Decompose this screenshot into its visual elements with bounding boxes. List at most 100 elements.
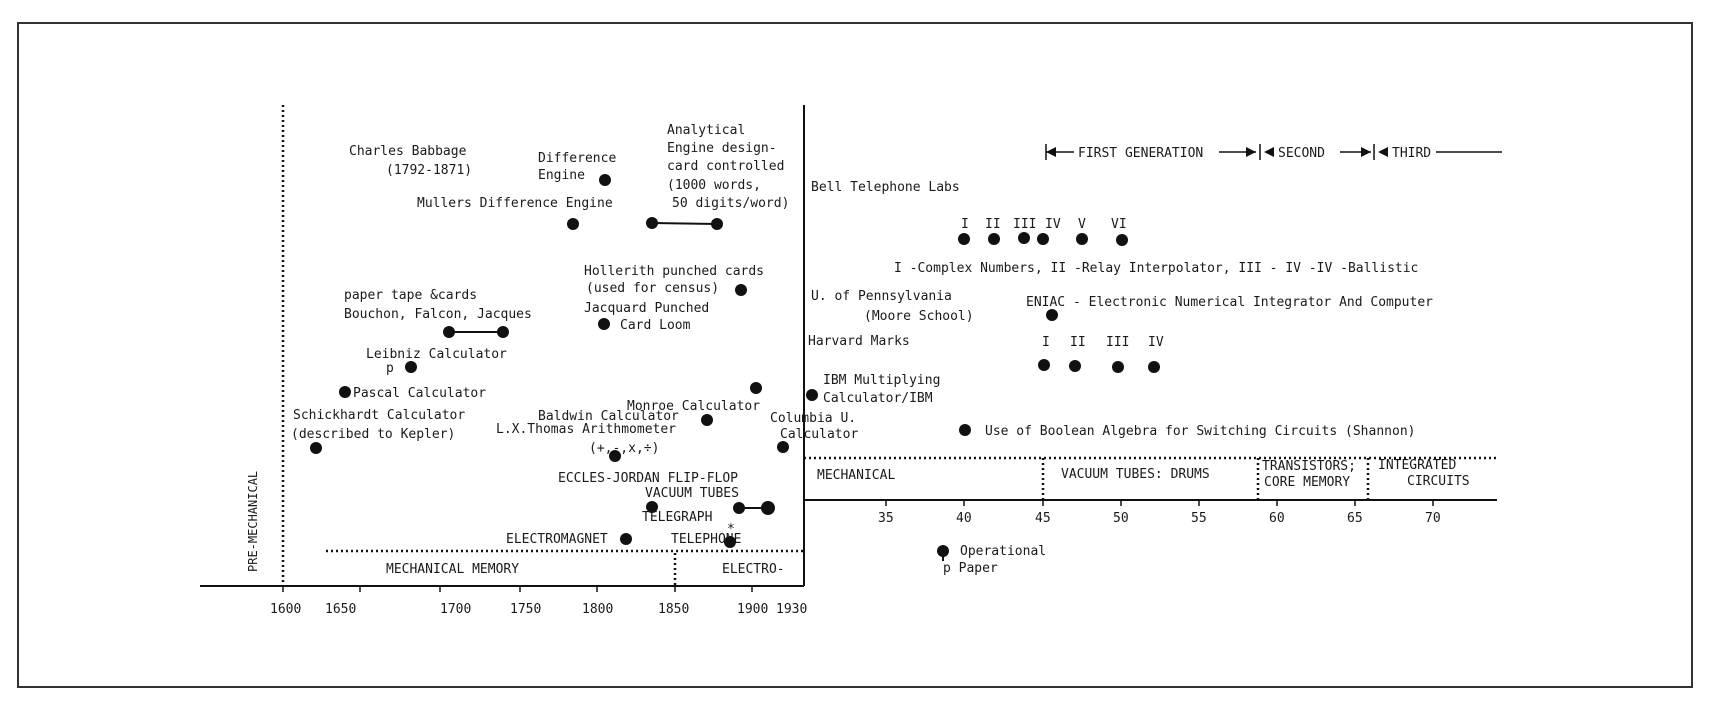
label-mullers: Mullers Difference Engine <box>417 196 613 211</box>
label-bell-labs: Bell Telephone Labs <box>811 180 960 195</box>
label-analytical-3: card controlled <box>667 159 784 174</box>
era-pre-mechanical: PRE-MECHANICAL <box>246 471 260 572</box>
era-vacuum-tubes: VACUUM TUBES: DRUMS <box>1061 467 1210 482</box>
event-dot-harvard-1 <box>1038 359 1050 371</box>
label-analytical-5: 50 digits/word) <box>672 196 789 211</box>
era-transistors-2: CORE MEMORY <box>1264 475 1350 490</box>
event-dot-telegraph <box>646 501 658 513</box>
svg-text:II: II <box>1070 335 1086 350</box>
label-pascal: Pascal Calculator <box>353 386 486 401</box>
event-dot-harvard-4 <box>1148 361 1160 373</box>
tick-1900: 1900 <box>737 602 768 617</box>
left-axis-ticks: 1600 1650 1700 1750 1800 1850 1900 1930 <box>270 586 807 617</box>
label-upenn-2: (Moore School) <box>864 309 974 324</box>
label-difference-1: Difference <box>538 151 616 166</box>
label-hollerith-2: (used for census) <box>586 281 719 296</box>
label-schickhardt-2: (described to Kepler) <box>291 427 455 442</box>
event-dot-bell-2 <box>988 233 1000 245</box>
label-ibm-2: Calculator/IBM <box>823 391 933 406</box>
tick-50: 50 <box>1113 511 1129 526</box>
label-boolean: Use of Boolean Algebra for Switching Cir… <box>985 424 1415 439</box>
label-analytical-1: Analytical <box>667 123 745 138</box>
event-dot-vacuum-start <box>733 502 745 514</box>
event-dot-columbia <box>777 441 789 453</box>
event-dot-analytical-start <box>646 217 658 229</box>
generations-bar: FIRST GENERATION SECOND THIRD <box>1045 144 1502 161</box>
label-paper-tape-1: paper tape &cards <box>344 288 477 303</box>
event-dot-schickhardt <box>310 442 322 454</box>
event-dot-bell-4 <box>1037 233 1049 245</box>
svg-text:II: II <box>985 217 1001 232</box>
event-dot-pascal <box>339 386 351 398</box>
event-dot-bell-1 <box>958 233 970 245</box>
event-dot-leibniz <box>405 361 417 373</box>
label-ibm-1: IBM Multiplying <box>823 373 940 388</box>
event-dot-hollerith <box>735 284 747 296</box>
label-harvard-marks: Harvard Marks <box>808 334 910 349</box>
tick-55: 55 <box>1191 511 1207 526</box>
event-dot-difference-engine <box>599 174 611 186</box>
legend-operational-label: Operational <box>960 544 1046 559</box>
legend: Operational p Paper <box>937 544 1046 576</box>
event-dot-analytical-end <box>711 218 723 230</box>
tick-1800: 1800 <box>582 602 613 617</box>
tick-60: 60 <box>1269 511 1285 526</box>
svg-text:VI: VI <box>1111 217 1127 232</box>
svg-text:IV: IV <box>1148 335 1164 350</box>
label-schickhardt-1: Schickhardt Calculator <box>293 408 465 423</box>
tick-70: 70 <box>1425 511 1441 526</box>
tick-40: 40 <box>956 511 972 526</box>
generation-second: SECOND <box>1278 146 1325 161</box>
era-integrated-2: CIRCUITS <box>1407 474 1470 489</box>
svg-text:I: I <box>961 217 969 232</box>
tick-1850: 1850 <box>658 602 689 617</box>
event-dot-boolean <box>959 424 971 436</box>
event-dot-bell-5 <box>1076 233 1088 245</box>
label-vacuum-tubes: VACUUM TUBES <box>645 486 739 501</box>
label-eniac: ENIAC - Electronic Numerical Integrator … <box>1026 295 1433 310</box>
tick-1650: 1650 <box>325 602 356 617</box>
event-dot-telephone <box>724 536 736 548</box>
event-dot-jacquard <box>598 318 610 330</box>
event-dot-harvard-3 <box>1112 361 1124 373</box>
label-leibniz-p: p <box>386 361 394 376</box>
tick-1750: 1750 <box>510 602 541 617</box>
svg-text:III: III <box>1106 335 1129 350</box>
generation-first: FIRST GENERATION <box>1078 146 1203 161</box>
label-telephone: TELEPHONE <box>671 532 741 547</box>
tick-1930: 1930 <box>776 602 807 617</box>
label-jacquard-2: Card Loom <box>620 318 691 333</box>
label-analytical-4: (1000 words, <box>667 178 761 193</box>
generation-third: THIRD <box>1392 146 1431 161</box>
label-leibniz: Leibniz Calculator <box>366 347 507 362</box>
svg-text:I: I <box>1042 335 1050 350</box>
event-dot-bell-6 <box>1116 234 1128 246</box>
label-thomas-ops: (+,-,x,÷) <box>589 441 659 456</box>
event-dot-paper-tape-start <box>443 326 455 338</box>
legend-paper-label: p Paper <box>943 561 998 576</box>
event-dot-thomas <box>609 450 621 462</box>
label-paper-tape-2: Bouchon, Falcon, Jacques <box>344 307 532 322</box>
event-dot-ibm <box>806 389 818 401</box>
era-integrated-1: INTEGRATED <box>1378 458 1456 473</box>
label-babbage-2: (1792-1871) <box>386 163 472 178</box>
tick-1700: 1700 <box>440 602 471 617</box>
event-dot-bell-3 <box>1018 232 1030 244</box>
right-axis-ticks: 35 40 45 50 55 60 65 70 <box>878 500 1441 526</box>
label-upenn-1: U. of Pennsylvania <box>811 289 952 304</box>
tick-1600: 1600 <box>270 602 301 617</box>
event-dot-eniac <box>1046 309 1058 321</box>
svg-text:V: V <box>1078 217 1086 232</box>
label-jacquard-1: Jacquard Punched <box>584 301 709 316</box>
label-difference-2: Engine <box>538 168 585 183</box>
tick-65: 65 <box>1347 511 1363 526</box>
label-columbia-1: Columbia U. <box>770 411 856 426</box>
label-babbage-1: Charles Babbage <box>349 144 467 159</box>
label-columbia-2: Calculator <box>780 427 858 442</box>
event-dot-paper-tape-end <box>497 326 509 338</box>
era-mechanical-memory: MECHANICAL MEMORY <box>386 562 519 577</box>
label-baldwin: Baldwin Calculator <box>538 409 679 424</box>
label-bell-description: I -Complex Numbers, II -Relay Interpolat… <box>894 261 1418 276</box>
event-dot-monroe <box>750 382 762 394</box>
label-telegraph: TELEGRAPH <box>642 510 712 525</box>
